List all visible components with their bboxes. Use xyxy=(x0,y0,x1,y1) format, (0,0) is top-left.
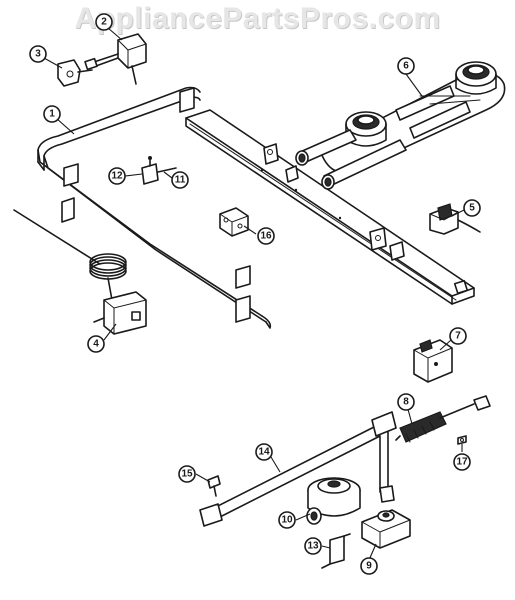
callout-11: 11 xyxy=(171,171,189,189)
watermark: AppliancePartsPros.com xyxy=(74,2,441,35)
callout-label-7: 7 xyxy=(455,331,461,342)
callout-label-16: 16 xyxy=(260,231,272,242)
callout-label-10: 10 xyxy=(281,515,293,526)
callout-8: 8 xyxy=(397,393,415,411)
part-14-tube xyxy=(199,411,397,527)
callout-label-2: 2 xyxy=(101,17,107,28)
callout-2: 2 xyxy=(95,13,113,31)
callout-label-1: 1 xyxy=(49,109,55,120)
callout-5: 5 xyxy=(463,199,481,217)
part-11-tube xyxy=(157,167,177,173)
part-9-valve-housing xyxy=(361,509,411,549)
callout-3: 3 xyxy=(29,45,47,63)
part-4-thermostat xyxy=(13,209,147,335)
callout-12: 12 xyxy=(108,167,126,185)
part-7-switch xyxy=(413,339,453,383)
callout-label-4: 4 xyxy=(93,339,99,350)
callout-label-8: 8 xyxy=(403,397,409,408)
callout-4: 4 xyxy=(87,335,105,353)
callout-17: 17 xyxy=(453,453,471,471)
callout-6: 6 xyxy=(397,57,415,75)
callout-label-3: 3 xyxy=(35,49,41,60)
part-17-screw xyxy=(457,435,467,445)
callout-14: 14 xyxy=(255,443,273,461)
part-12-orifice xyxy=(141,156,159,185)
callout-label-12: 12 xyxy=(111,171,123,182)
callout-label-15: 15 xyxy=(181,469,193,480)
callout-label-9: 9 xyxy=(366,561,372,572)
callout-label-14: 14 xyxy=(258,447,270,458)
part-8-spark-module xyxy=(395,395,491,443)
callout-label-13: 13 xyxy=(307,541,319,552)
part-3-clip xyxy=(57,59,93,87)
callout-1: 1 xyxy=(43,105,61,123)
leader-lines xyxy=(43,27,465,561)
callout-label-5: 5 xyxy=(469,203,475,214)
callout-16: 16 xyxy=(257,227,275,245)
callout-label-11: 11 xyxy=(175,175,186,186)
part-2-valve xyxy=(84,33,147,85)
callout-7: 7 xyxy=(449,327,467,345)
part-13-bracket xyxy=(321,533,351,569)
part-6-burner-assembly xyxy=(295,61,506,190)
part-1-frame xyxy=(37,86,272,329)
callout-label-6: 6 xyxy=(403,61,409,72)
part-16-block xyxy=(219,207,249,237)
part-10-regulator xyxy=(306,477,361,525)
manifold-rail xyxy=(185,109,475,305)
callout-10: 10 xyxy=(278,511,296,529)
callout-13: 13 xyxy=(304,537,322,555)
part-5-ignitor xyxy=(429,203,481,235)
callout-15: 15 xyxy=(178,465,196,483)
callout-label-17: 17 xyxy=(456,457,468,468)
callout-9: 9 xyxy=(360,557,378,575)
part-15-screw xyxy=(207,475,221,497)
